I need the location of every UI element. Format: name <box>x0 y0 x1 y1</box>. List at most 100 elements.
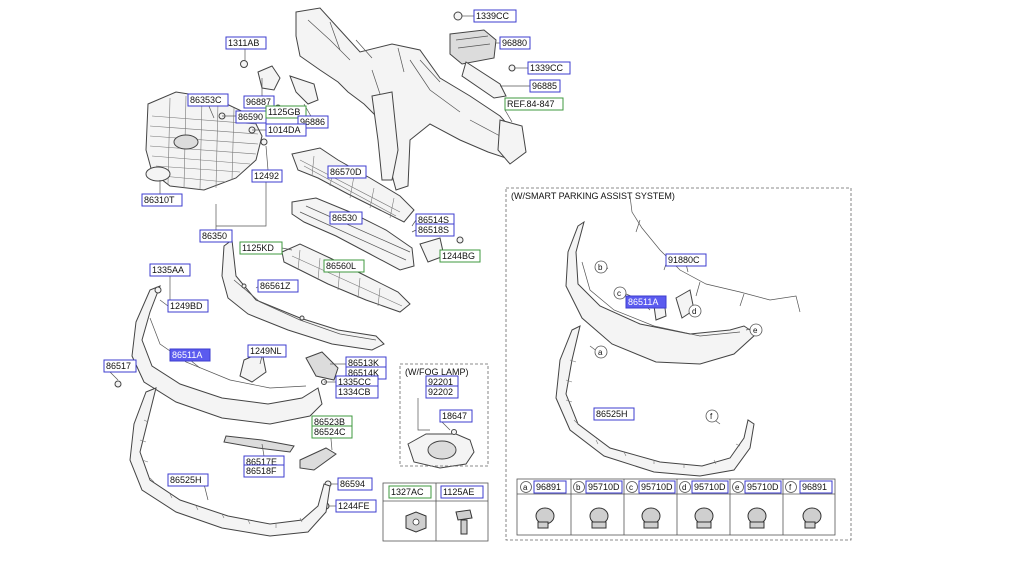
svg-text:1125GB: 1125GB <box>268 107 300 117</box>
sensor-cell-f[interactable]: f 96891 <box>785 480 833 494</box>
svg-text:86511A: 86511A <box>628 297 658 307</box>
part-label-96887[interactable]: 96887 <box>243 95 275 109</box>
lower-bumper-lip-drawing <box>129 387 331 537</box>
svg-text:1335AA: 1335AA <box>152 265 184 275</box>
callout-d: d <box>688 304 702 318</box>
spa-lower-lip-drawing <box>555 325 755 477</box>
part-label-86518F[interactable]: 86518F <box>243 464 285 478</box>
svg-text:1249NL: 1249NL <box>250 346 282 356</box>
svg-text:86517: 86517 <box>106 361 131 371</box>
part-label-1311AB[interactable]: 1311AB <box>225 36 267 50</box>
upper-bumper-cover-drawing <box>221 239 385 351</box>
part-label-1125AE[interactable]: 1125AE <box>440 485 484 499</box>
part-label-86517[interactable]: 86517 <box>103 359 137 373</box>
part-label-86590[interactable]: 86590 <box>235 110 267 124</box>
part-label-1249BD[interactable]: 1249BD <box>167 299 209 313</box>
svg-text:95710D: 95710D <box>747 482 779 492</box>
sensor-f-icon <box>802 507 822 529</box>
svg-text:1014DA: 1014DA <box>268 125 301 135</box>
part-label-91880C[interactable]: 91880C <box>665 253 707 267</box>
part-label-86530[interactable]: 86530 <box>329 211 363 225</box>
part-label-86518S[interactable]: 86518S <box>415 223 455 237</box>
svg-text:96880: 96880 <box>502 38 527 48</box>
sensor-b-icon <box>589 507 609 529</box>
nut-1327AC-icon <box>405 511 427 533</box>
svg-text:1249BD: 1249BD <box>170 301 203 311</box>
svg-text:86525H: 86525H <box>170 475 202 485</box>
part-label-86525H-spa[interactable]: 86525H <box>593 407 635 421</box>
part-label-1244BG[interactable]: 1244BG <box>439 249 481 263</box>
part-label-1249NL[interactable]: 1249NL <box>247 344 287 358</box>
svg-text:e: e <box>753 326 758 335</box>
part-label-86511A-spa[interactable]: 86511A <box>625 295 667 309</box>
svg-text:1125AE: 1125AE <box>443 487 474 497</box>
part-label-86353C[interactable]: 86353C <box>187 93 229 107</box>
svg-text:1311AB: 1311AB <box>228 38 259 48</box>
svg-text:1327AC: 1327AC <box>391 487 424 497</box>
part-label-86310T[interactable]: 86310T <box>141 193 183 207</box>
svg-text:d: d <box>692 307 696 316</box>
callout-a: a <box>594 345 608 359</box>
svg-text:a: a <box>523 483 528 492</box>
part-label-ref-84-847[interactable]: REF.84-847 <box>504 97 564 111</box>
part-label-86511A[interactable]: 86511A <box>169 348 211 362</box>
fastener-table <box>382 482 489 542</box>
svg-text:1334CB: 1334CB <box>338 387 371 397</box>
part-label-92201[interactable]: 92201 <box>425 375 459 389</box>
part-label-1125GB[interactable]: 1125GB <box>265 105 307 119</box>
svg-text:96886: 96886 <box>300 117 325 127</box>
svg-text:e: e <box>735 483 740 492</box>
svg-text:86310T: 86310T <box>144 195 175 205</box>
dash-cross-member-drawing <box>295 7 527 191</box>
part-label-1339CC[interactable]: 1339CC <box>527 61 571 75</box>
bumper-beam-drawing <box>291 197 464 271</box>
part-label-1334CB[interactable]: 1334CB <box>335 385 379 399</box>
svg-text:86511A: 86511A <box>172 350 202 360</box>
svg-text:b: b <box>598 263 603 272</box>
smart-parking-frame <box>505 187 852 541</box>
callout-e: e <box>749 323 763 337</box>
svg-text:86560L: 86560L <box>326 261 356 271</box>
svg-text:1339CC: 1339CC <box>530 63 564 73</box>
sensor-cell-e[interactable]: e 95710D <box>732 480 782 494</box>
svg-text:96887: 96887 <box>246 97 271 107</box>
svg-text:96891: 96891 <box>536 482 561 492</box>
svg-text:86530: 86530 <box>332 213 357 223</box>
part-label-86594[interactable]: 86594 <box>337 477 373 491</box>
part-label-1014DA[interactable]: 1014DA <box>265 123 307 137</box>
part-label-1335AA[interactable]: 1335AA <box>149 263 191 277</box>
part-label-86350[interactable]: 86350 <box>199 229 233 243</box>
part-label-86524C[interactable]: 86524C <box>311 425 353 439</box>
part-label-1125KD[interactable]: 1125KD <box>239 241 283 255</box>
sensor-cell-b[interactable]: b 95710D <box>573 480 623 494</box>
svg-text:b: b <box>576 483 581 492</box>
sensor-c-icon <box>641 507 661 529</box>
part-label-92202[interactable]: 92202 <box>425 385 459 399</box>
callout-c: c <box>613 286 627 300</box>
part-label-96880[interactable]: 96880 <box>499 36 531 50</box>
part-label-96885[interactable]: 96885 <box>529 79 561 93</box>
part-label-12492[interactable]: 12492 <box>251 169 283 183</box>
module-96880-drawing <box>449 11 516 99</box>
sensor-cell-c[interactable]: c 95710D <box>626 480 676 494</box>
svg-text:86525H: 86525H <box>596 409 628 419</box>
front-bumper-main-drawing <box>114 285 339 425</box>
part-label-86570D[interactable]: 86570D <box>327 165 367 179</box>
part-label-86525H[interactable]: 86525H <box>167 473 209 487</box>
radiator-grille-drawing <box>145 91 263 191</box>
svg-text:1339CC: 1339CC <box>476 11 510 21</box>
part-label-18647[interactable]: 18647 <box>439 409 473 423</box>
spa-wiring-harness-drawing <box>629 195 801 313</box>
part-label-86560L[interactable]: 86560L <box>323 259 365 273</box>
part-label-1327AC[interactable]: 1327AC <box>388 485 432 499</box>
svg-text:1335CC: 1335CC <box>338 377 372 387</box>
svg-text:96885: 96885 <box>532 81 557 91</box>
sensor-cell-a[interactable]: a 96891 <box>520 480 567 494</box>
svg-text:18647: 18647 <box>442 411 467 421</box>
part-label-86561Z[interactable]: 86561Z <box>257 279 299 293</box>
sensor-cell-d[interactable]: d 95710D <box>679 480 729 494</box>
svg-text:c: c <box>629 483 633 492</box>
part-label-1339CC[interactable]: 1339CC <box>473 9 517 23</box>
svg-text:91880C: 91880C <box>668 255 700 265</box>
part-label-1244FE[interactable]: 1244FE <box>335 499 377 513</box>
